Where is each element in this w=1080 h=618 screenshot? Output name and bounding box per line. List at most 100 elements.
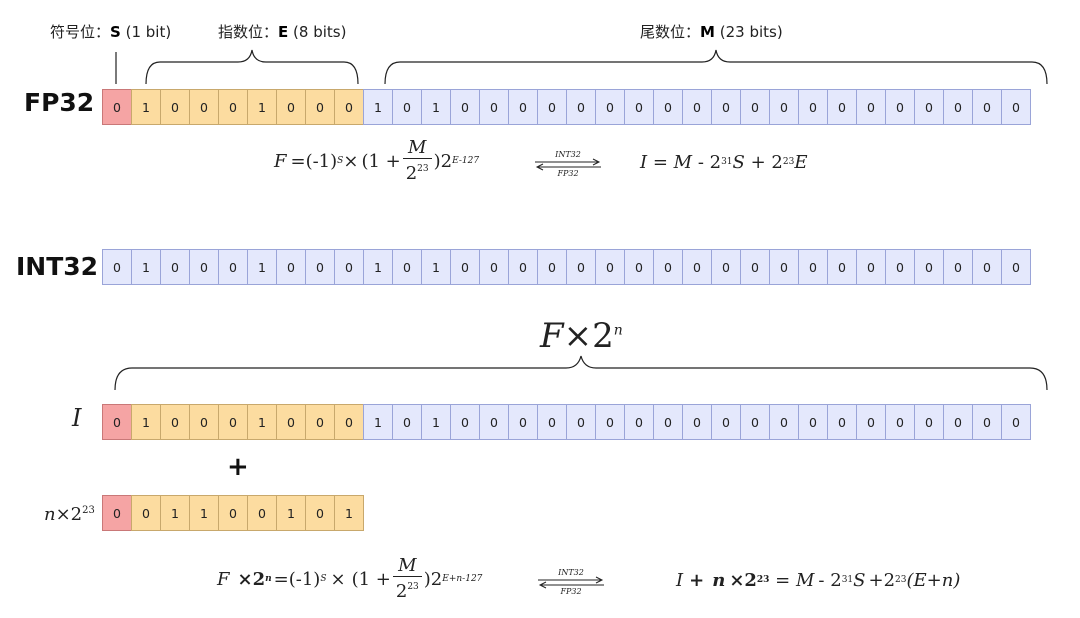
- fp32-bit-cell: 0: [914, 89, 944, 125]
- f4-exp23a: 23: [756, 574, 770, 585]
- i-bit-cell: 1: [421, 404, 451, 440]
- fp32-bit-cell: 0: [624, 89, 654, 125]
- int32-bit-cell: 0: [798, 249, 828, 285]
- i-bit-cell: 0: [711, 404, 741, 440]
- big-expr-exp: n: [613, 322, 623, 339]
- i-bit-cell: 0: [392, 404, 422, 440]
- f4-plus2: +2: [868, 570, 896, 591]
- f3-close: )2: [423, 569, 443, 590]
- fp32-bit-cell: 0: [798, 89, 828, 125]
- i-bit-cell: 0: [160, 404, 190, 440]
- fp32-bit-cell: 0: [305, 89, 335, 125]
- conversion-arrows-2: INT32 FP32: [536, 568, 606, 598]
- i-bit-cell: 0: [972, 404, 1002, 440]
- int32-bit-cell: 0: [740, 249, 770, 285]
- f1-eq: =(-1): [290, 151, 338, 172]
- f3-times: ×2: [237, 569, 266, 590]
- fp32-bit-cell: 0: [392, 89, 422, 125]
- fp32-bit-cell: 0: [218, 89, 248, 125]
- i-bit-cell: 0: [189, 404, 219, 440]
- f1-close: )2: [433, 151, 453, 172]
- i-row-label: I: [72, 404, 82, 432]
- fp32-bit-cell: 1: [131, 89, 161, 125]
- f4-exp31: 31: [841, 574, 854, 585]
- f3-frac-den: 223: [392, 576, 422, 603]
- int32-row-label: INT32: [16, 252, 99, 281]
- fp32-bit-cell: 0: [566, 89, 596, 125]
- fp32-bit-cell: 0: [1001, 89, 1031, 125]
- plus-sign: +: [227, 452, 249, 482]
- exp-label-prefix: 指数位：: [218, 23, 279, 41]
- fp32-bit-cell: 0: [450, 89, 480, 125]
- f1-s-exp: S: [337, 155, 344, 166]
- sign-label-bits: (1 bit): [125, 23, 172, 41]
- fp32-bit-cell: 0: [827, 89, 857, 125]
- n-bit-cell: 0: [305, 495, 335, 531]
- fp32-bit-cell: 1: [247, 89, 277, 125]
- int32-bit-cell: 0: [653, 249, 683, 285]
- n-bit-cell: 1: [276, 495, 306, 531]
- int32-bit-cell: 0: [566, 249, 596, 285]
- i-bit-cell: 0: [682, 404, 712, 440]
- sign-label-letter: S: [110, 23, 121, 41]
- i-bit-cell: 0: [856, 404, 886, 440]
- f3-fraction: M 223: [392, 556, 422, 603]
- n-bit-cell: 0: [218, 495, 248, 531]
- f2-plus: + 2: [744, 152, 783, 173]
- arrow1-label-top: INT32: [555, 150, 581, 159]
- f2-minus: - 2: [692, 152, 722, 173]
- int32-bit-cell: 0: [508, 249, 538, 285]
- int32-bit-cell: 0: [624, 249, 654, 285]
- i-bit-cell: 0: [827, 404, 857, 440]
- int32-bit-cell: 0: [334, 249, 364, 285]
- f2-e: E: [794, 152, 808, 173]
- n-bit-cell: 0: [131, 495, 161, 531]
- int32-bit-cell: 0: [392, 249, 422, 285]
- int32-bit-cell: 0: [537, 249, 567, 285]
- f2-exp31: 31: [721, 156, 733, 167]
- i-bit-cell: 0: [334, 404, 364, 440]
- n-row-label-times: ×2: [55, 504, 83, 525]
- man-label-prefix: 尾数位：: [640, 23, 701, 41]
- f3-lhs: F: [217, 569, 230, 590]
- int32-bit-cell: 0: [450, 249, 480, 285]
- n-bit-cell: 1: [189, 495, 219, 531]
- int32-bit-cell: 0: [856, 249, 886, 285]
- fp32-bit-cell: 0: [711, 89, 741, 125]
- mantissa-bits-label: 尾数位：M (23 bits): [640, 21, 783, 42]
- int32-bit-cell: 0: [160, 249, 190, 285]
- f1-open: (1 +: [361, 151, 401, 172]
- sign-label-prefix: 符号位：: [50, 23, 111, 41]
- i-bit-cell: 0: [276, 404, 306, 440]
- f1-frac-den: 223: [402, 158, 432, 185]
- f4-plus: +: [689, 570, 705, 591]
- fp32-bit-cell: 0: [160, 89, 190, 125]
- f4-i: I: [676, 570, 684, 591]
- int32-bit-cell: 0: [276, 249, 306, 285]
- fp32-bit-cell: 0: [334, 89, 364, 125]
- fp32-bit-cell: 0: [740, 89, 770, 125]
- f3-pow-exp: E+n-127: [442, 573, 483, 584]
- int32-bit-cell: 0: [479, 249, 509, 285]
- int32-bit-cell: 1: [247, 249, 277, 285]
- i-bit-cell: 0: [566, 404, 596, 440]
- f1-lhs: F: [274, 151, 287, 172]
- int32-bit-cell: 1: [131, 249, 161, 285]
- int32-bit-cell: 0: [972, 249, 1002, 285]
- f2-i: I: [640, 152, 648, 173]
- double-arrow-icon: [535, 158, 601, 171]
- int32-bit-cell: 0: [827, 249, 857, 285]
- arrow2-label-bottom: FP32: [560, 587, 582, 596]
- i-bit-cell: 0: [102, 404, 132, 440]
- fp32-bit-cell: 0: [769, 89, 799, 125]
- i-bit-cell: 0: [885, 404, 915, 440]
- int32-bit-cell: 0: [305, 249, 335, 285]
- exp-label-bits: (8 bits): [293, 23, 347, 41]
- man-label-bits: (23 bits): [719, 23, 783, 41]
- sign-bit-label: 符号位：S (1 bit): [50, 21, 171, 42]
- exponent-bits-label: 指数位：E (8 bits): [218, 21, 346, 42]
- fp32-bit-cell: 0: [943, 89, 973, 125]
- f2-exp23: 23: [782, 156, 795, 167]
- fp32-bit-cell: 0: [508, 89, 538, 125]
